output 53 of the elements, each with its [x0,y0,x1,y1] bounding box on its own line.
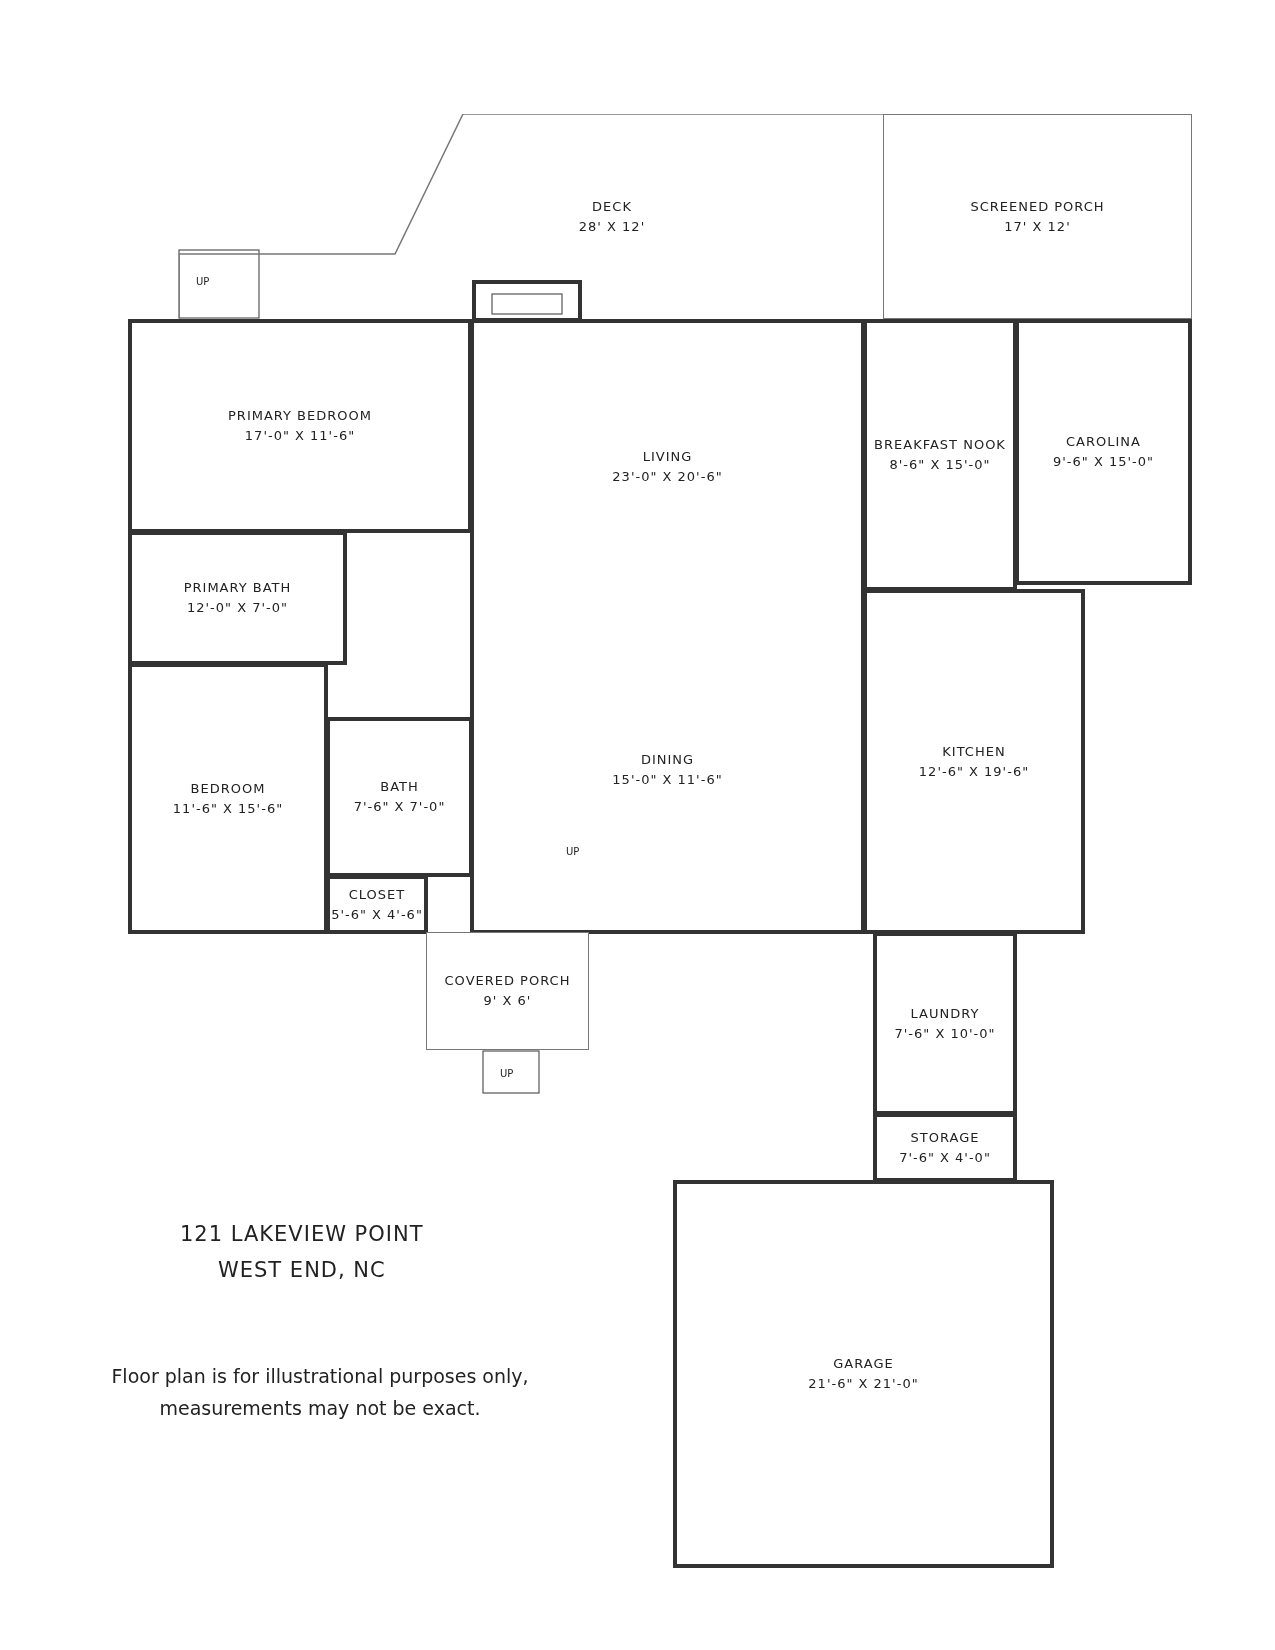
stair-label: UP [196,276,210,287]
room-dimensions: 7'-6" X 4'-0" [899,1148,991,1167]
room-dimensions: 12'-6" X 19'-6" [918,762,1030,781]
room-name: PRIMARY BATH [183,579,292,597]
room-outline [673,1180,1054,1568]
room-name: LAUNDRY [910,1004,980,1023]
room-dimensions: 23'-0" X 20'-6" [612,468,723,486]
room-name: DECK [592,197,632,216]
stair-label: UP [566,846,580,857]
room-dimensions: 21'-6" X 21'-0" [808,1375,919,1393]
address-text: 121 LAKEVIEW POINT [180,1222,424,1246]
room-dimensions: 17' X 12' [1004,217,1071,236]
room-outline [326,717,473,877]
room-name: GARAGE [833,1355,894,1373]
room-dimensions: 15'-0" X 11'-6" [612,770,723,789]
room-dimensions: 28' X 12' [578,217,646,236]
room-outline [128,531,347,665]
room-dimensions: 7'-6" X 7'-0" [353,798,446,816]
room-name: BEDROOM [190,779,266,798]
room-name: BREAKFAST NOOK [874,436,1006,454]
room-outline [470,319,865,611]
room-name: KITCHEN [942,742,1006,761]
room-name: PRIMARY BEDROOM [228,407,372,425]
room-outline [470,609,865,934]
stair-label: UP [500,1068,514,1079]
room-name: BATH [380,778,419,796]
disclaimer-note: Floor plan is for illustrational purposes only, measurements may not be exact. [110,1364,530,1421]
room-dimensions: 9'-6" X 15'-0" [1053,453,1154,471]
address-text: WEST END, NC [218,1258,386,1282]
room-outline [128,663,328,934]
room-name: CLOSET [348,885,406,904]
room-dimensions: 5'-6" X 4'-6" [331,905,423,924]
room-outline [128,319,472,533]
room-outline [326,875,428,934]
room-name: CAROLINA [1066,433,1141,451]
room-dimensions: 12'-0" X 7'-0" [187,599,288,617]
room-outline [863,589,1085,934]
room-dimensions: 11'-6" X 15'-6" [172,799,284,818]
porch-outline [883,114,1192,319]
room-name: SCREENED PORCH [970,197,1105,216]
room-outline [1015,319,1192,585]
room-name: DINING [640,750,695,769]
porch-outline [426,932,589,1050]
room-outline [873,932,1017,1115]
room-name: COVERED PORCH [444,972,571,990]
room-dimensions: 7'-6" X 10'-0" [894,1024,996,1043]
room-dimensions: 9' X 6' [483,992,532,1010]
room-name: STORAGE [910,1128,980,1147]
room-outline [873,1113,1017,1182]
room-dimensions: 17'-0" X 11'-6" [244,427,356,445]
room-outline [863,319,1017,591]
room-name: LIVING [642,448,693,466]
room-dimensions: 8'-6" X 15'-0" [889,456,991,474]
